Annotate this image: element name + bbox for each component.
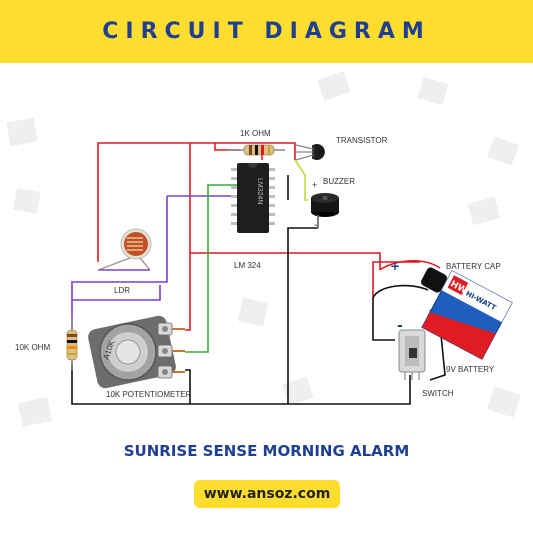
battery-9v: HW HI-WATT <box>421 270 513 360</box>
red-wires <box>97 142 420 331</box>
pot-leads <box>185 369 191 386</box>
website-link[interactable]: www.ansoz.com <box>194 480 340 508</box>
label-buzzer: BUZZER <box>323 177 355 186</box>
label-transistor: TRANSISTOR <box>336 136 388 145</box>
circuit-diagram: LM324N A10K <box>6 70 522 427</box>
buzzer-minus: - <box>314 220 317 231</box>
green-wire <box>185 184 240 353</box>
buzzer-plus: + <box>312 180 317 190</box>
label-1k-ohm: 1K OHM <box>240 129 271 138</box>
ic-lm324: LM324N <box>231 163 275 233</box>
potentiometer: A10K <box>88 315 185 389</box>
ldr <box>97 228 152 271</box>
label-switch: SWITCH <box>422 389 454 398</box>
transistor <box>295 144 325 161</box>
page-title: CIRCUIT DIAGRAM <box>102 19 431 44</box>
circuit-subtitle: SUNRISE SENSE MORNING ALARM <box>123 442 410 460</box>
battery-minus: - <box>397 318 403 334</box>
yellow-green-wire <box>294 159 308 201</box>
label-10k-ohm: 10K OHM <box>15 343 50 352</box>
header-banner: CIRCUIT DIAGRAM <box>0 0 533 63</box>
label-9v-battery: 9V BATTERY <box>446 365 495 374</box>
watermark-pattern <box>6 70 522 427</box>
buzzer <box>311 193 339 228</box>
resistor-1k <box>228 144 285 156</box>
purple-wires <box>71 195 240 330</box>
switch <box>398 329 426 380</box>
label-10k-potentiometer: 10K POTENTIOMETER <box>106 390 192 399</box>
battery-plus: + <box>390 259 400 273</box>
label-ldr: LDR <box>114 286 130 295</box>
label-battery-cap: BATTERY CAP <box>446 262 501 271</box>
battery-cap <box>372 260 447 299</box>
resistor-10k <box>66 318 78 370</box>
label-lm324: LM 324 <box>234 261 261 270</box>
ic-marking: LM324N <box>256 178 263 204</box>
